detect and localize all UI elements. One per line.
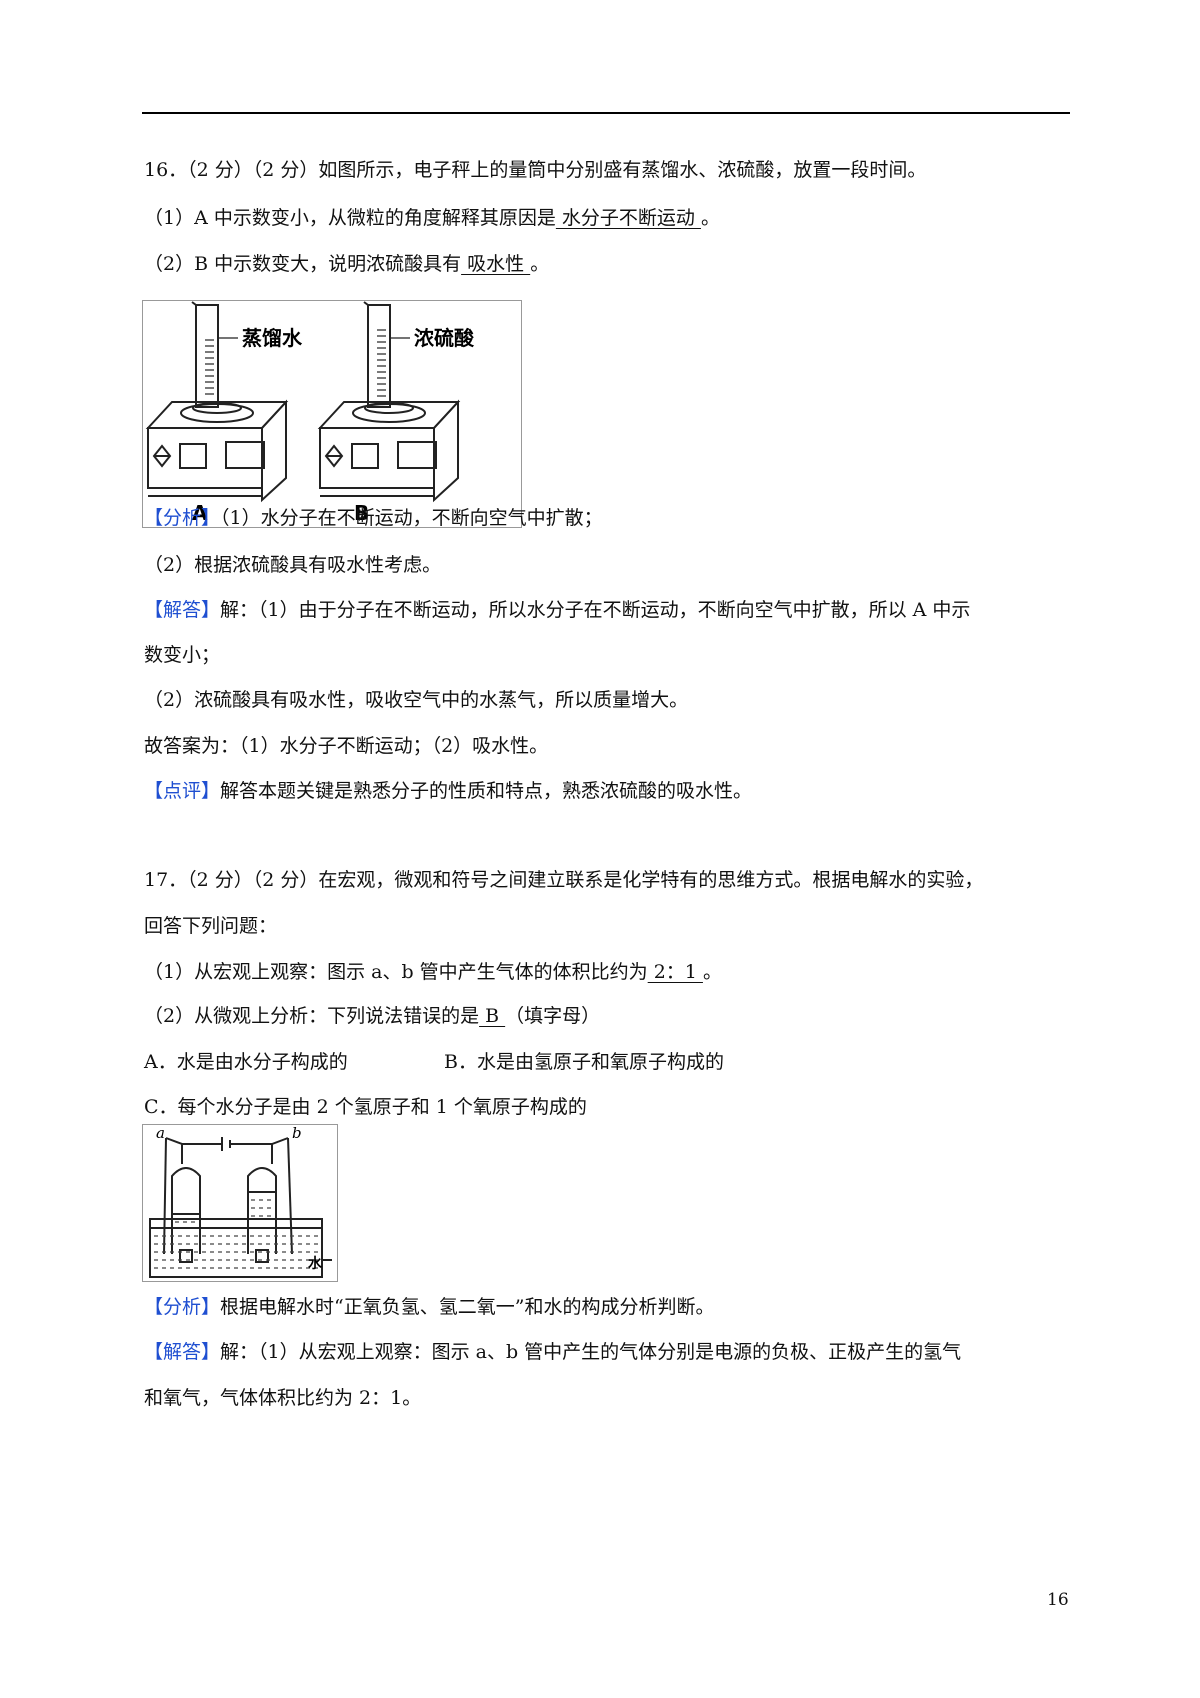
q17-options-row: A．水是由水分子构成的 B．水是由氢原子和氧原子构成的	[144, 1050, 724, 1074]
q17-solution-tag: 【解答】	[144, 1341, 221, 1363]
q16-part1-end: 。	[700, 207, 720, 229]
scale-a-drawing	[145, 301, 289, 503]
label-tube-b: b	[292, 1124, 302, 1142]
solution-tag: 【解答】	[144, 599, 221, 621]
q17-part1-end: 。	[702, 961, 722, 983]
q16-part1-text: （1）A 中示数变小，从微粒的角度解释其原因是	[144, 207, 556, 229]
q17-part2: （2）从微观上分析：下列说法错误的是 B （填字母）	[144, 1004, 600, 1028]
q17-analysis-tag: 【分析】	[144, 1296, 221, 1318]
q17-part2-end: （填字母）	[505, 1005, 601, 1027]
q17-part2-text: （2）从微观上分析：下列说法错误的是	[144, 1005, 480, 1027]
q17-stem-line1: 17．（2 分）（2 分）在宏观，微观和符号之间建立联系是化学特有的思维方式。根…	[144, 869, 984, 891]
q16-part1-answer: 水分子不断运动	[555, 207, 701, 229]
label-tube-a: a	[156, 1124, 165, 1142]
q16-part2: （2）B 中示数变大，说明浓硫酸具有 吸水性 。	[144, 252, 549, 276]
scale-b-drawing	[317, 301, 461, 503]
q16-part2-end: 。	[530, 253, 550, 275]
q17-stem-line2: 回答下列问题：	[144, 915, 278, 937]
q16-analysis-text1: （1）水分子在不断运动，不断向空气中扩散；	[220, 507, 603, 529]
q17-part1-text: （1）从宏观上观察：图示 a、b 管中产生气体的体积比约为	[144, 961, 648, 983]
q17-part1-answer: 2：1	[647, 961, 703, 983]
label-sulfuric-acid: 浓硫酸	[414, 326, 475, 350]
label-water: 水	[308, 1255, 323, 1272]
q16-figure-scales: 蒸馏水 浓硫酸 A B	[142, 300, 522, 528]
label-distilled-water: 蒸馏水	[242, 326, 303, 350]
q17-option-c: C．每个水分子是由 2 个氢原子和 1 个氧原子构成的	[144, 1096, 587, 1118]
q17-part1: （1）从宏观上观察：图示 a、b 管中产生气体的体积比约为 2：1 。	[144, 960, 722, 984]
q17-solution-text1: 解：（1）从宏观上观察：图示 a、b 管中产生的气体分别是电源的负极、正极产生的…	[220, 1341, 962, 1363]
q16-part2-answer: 吸水性	[461, 253, 531, 275]
q17-analysis-line: 【分析】根据电解水时“正氧负氢、氢二氧一”和水的构成分析判断。	[144, 1295, 714, 1319]
q16-review-line: 【点评】解答本题关键是熟悉分子的性质和特点，熟悉浓硫酸的吸水性。	[144, 779, 752, 803]
q17-part2-answer: B	[479, 1005, 506, 1027]
header-rule	[142, 112, 1070, 114]
q16-stem: 16．（2 分）（2 分）如图所示，电子秤上的量筒中分别盛有蒸馏水、浓硫酸，放置…	[144, 159, 927, 181]
q16-solution-line1: 【解答】解：（1）由于分子在不断运动，所以水分子在不断运动，不断向空气中扩散，所…	[144, 598, 970, 622]
q17-option-b: B．水是由氢原子和氧原子构成的	[444, 1051, 724, 1073]
q16-solution-line1b: 数变小；	[144, 644, 221, 666]
q17-solution-line2: 和氧气，气体体积比约为 2：1。	[144, 1387, 422, 1409]
q16-part2-text: （2）B 中示数变大，说明浓硫酸具有	[144, 253, 462, 275]
analysis-tag: 【分析】	[144, 507, 221, 529]
q16-part1: （1）A 中示数变小，从微粒的角度解释其原因是 水分子不断运动 。	[144, 206, 720, 230]
q16-review-text: 解答本题关键是熟悉分子的性质和特点，熟悉浓硫酸的吸水性。	[220, 780, 753, 802]
q16-analysis-line2: （2）根据浓硫酸具有吸水性考虑。	[144, 554, 442, 576]
page-number: 16	[1047, 1590, 1069, 1610]
q17-option-a: A．水是由水分子构成的	[144, 1051, 348, 1073]
caption-b: B	[354, 501, 369, 525]
q16-solution-text1: 解：（1）由于分子在不断运动，所以水分子在不断运动，不断向空气中扩散，所以 A …	[220, 599, 971, 621]
q17-analysis-text: 根据电解水时“正氧负氢、氢二氧一”和水的构成分析判断。	[220, 1296, 715, 1318]
caption-a: A	[192, 501, 208, 525]
q16-analysis-line1: 【分析】（1）水分子在不断运动，不断向空气中扩散；	[144, 506, 603, 530]
review-tag: 【点评】	[144, 780, 221, 802]
electrolysis-apparatus	[149, 1137, 332, 1278]
q16-solution-line2: （2）浓硫酸具有吸水性，吸收空气中的水蒸气，所以质量增大。	[144, 689, 689, 711]
q17-figure-electrolysis: a b 水	[142, 1124, 338, 1282]
q17-solution-line1: 【解答】解：（1）从宏观上观察：图示 a、b 管中产生的气体分别是电源的负极、正…	[144, 1340, 961, 1364]
q16-answer-line: 故答案为：（1）水分子不断运动；（2）吸水性。	[144, 735, 549, 757]
